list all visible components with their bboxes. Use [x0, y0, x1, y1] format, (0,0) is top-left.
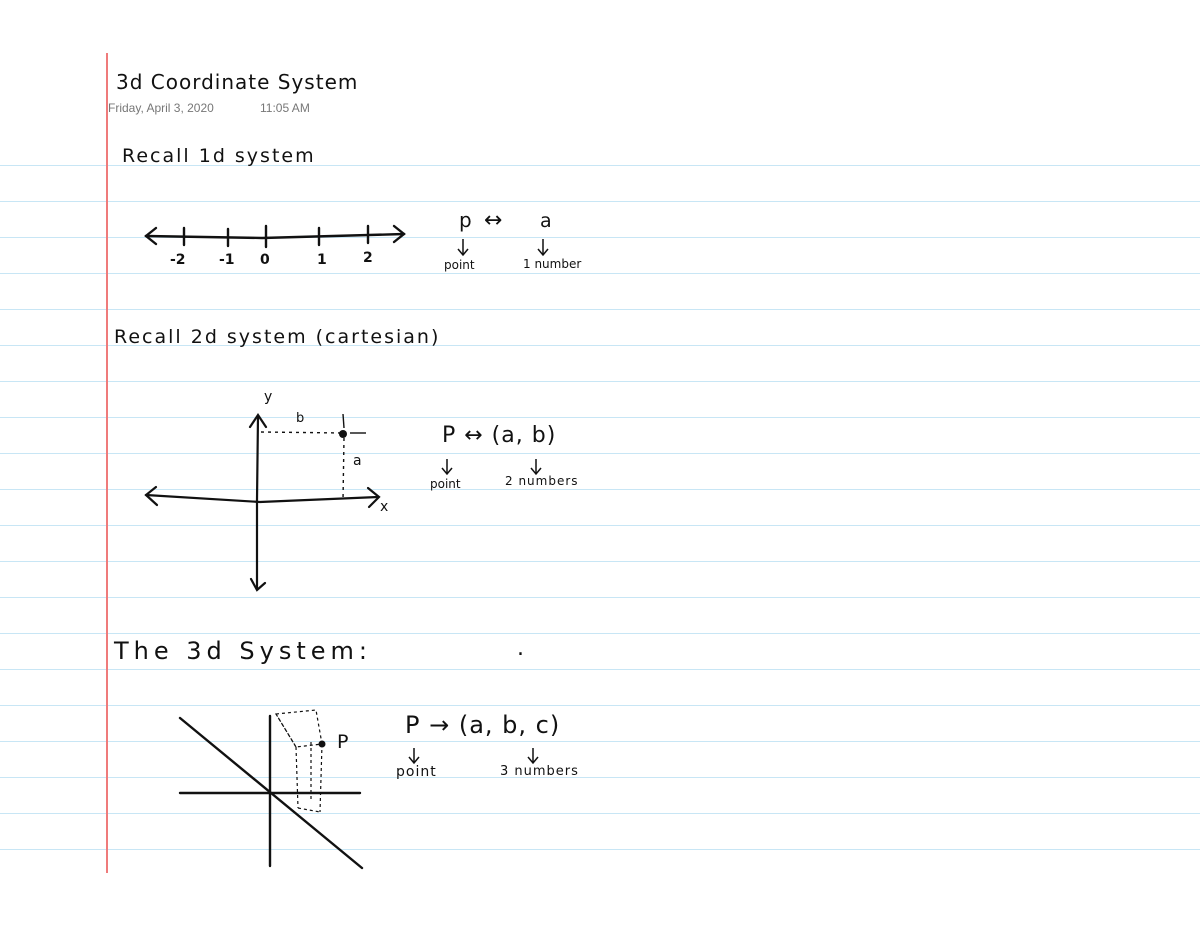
rule-line [0, 669, 1200, 670]
mapping-1d-right: a [540, 210, 552, 232]
rule-line [0, 561, 1200, 562]
rule-line [0, 525, 1200, 526]
mapping-1d-arrow: ↔ [484, 208, 503, 233]
heading-1d-system: Recall 1d system [122, 145, 316, 167]
mapping-3d-left-label: point [396, 764, 437, 780]
rule-line [0, 597, 1200, 598]
rule-line [0, 741, 1200, 742]
mapping-3d: P → (a, b, c) [405, 711, 561, 739]
rule-line [0, 381, 1200, 382]
mapping-1d-left: p [459, 208, 472, 232]
tick-label: -2 [170, 252, 186, 268]
rule-line [0, 453, 1200, 454]
mapping-2d-right-label: 2 numbers [505, 474, 579, 488]
tick-label: 2 [363, 250, 373, 266]
label-b: b [296, 411, 305, 426]
rule-line [0, 777, 1200, 778]
mapping-1d-right-label: 1 number [523, 257, 582, 271]
mapping-3d-right-label: 3 numbers [500, 764, 579, 779]
rule-line [0, 165, 1200, 166]
margin-line [106, 53, 108, 873]
tick-label: 0 [260, 252, 270, 268]
mapping-2d-left-label: point [430, 477, 461, 491]
rule-line [0, 309, 1200, 310]
rule-line [0, 273, 1200, 274]
rule-line [0, 813, 1200, 814]
page-date: Friday, April 3, 2020 [108, 101, 214, 115]
point-p-label: P [337, 731, 349, 753]
stray-dot-mark: . [517, 636, 524, 661]
page-time: 11:05 AM [260, 101, 310, 115]
axis-y-label: y [264, 389, 273, 405]
rule-line [0, 237, 1200, 238]
rule-line [0, 489, 1200, 490]
axis-x-label: x [380, 499, 389, 515]
heading-2d-system: Recall 2d system (cartesian) [114, 326, 441, 348]
tick-label: 1 [317, 252, 327, 268]
page-title: 3d Coordinate System [116, 70, 359, 94]
rule-line [0, 345, 1200, 346]
rule-line [0, 849, 1200, 850]
rule-line [0, 201, 1200, 202]
rule-line [0, 705, 1200, 706]
rule-line [0, 633, 1200, 634]
label-a: a [353, 453, 362, 469]
rule-line [0, 417, 1200, 418]
tick-label: -1 [219, 252, 235, 268]
mapping-2d: P ↔ (a, b) [442, 423, 557, 448]
mapping-1d-left-label: point [444, 258, 475, 272]
heading-3d-system: The 3d System: [114, 637, 372, 665]
